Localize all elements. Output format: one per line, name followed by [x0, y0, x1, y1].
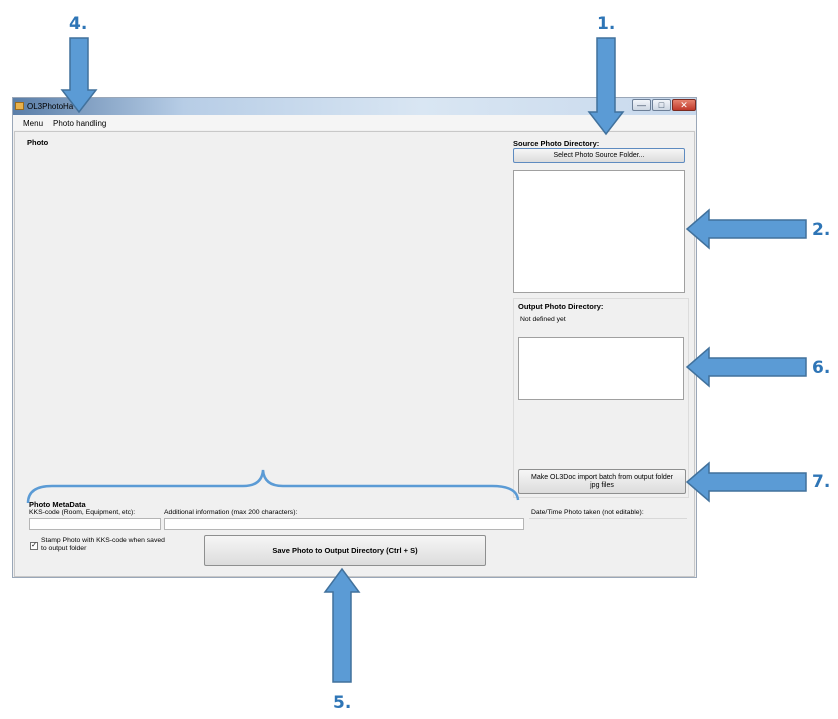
select-source-folder-button[interactable]: Select Photo Source Folder... — [513, 148, 685, 163]
title-bar[interactable]: OL3PhotoHa — □ ✕ — [13, 98, 696, 115]
arrow-6-icon — [685, 346, 807, 388]
menu-bar: Menu Photo handling — [13, 115, 696, 130]
output-directory-status: Not defined yet — [520, 316, 566, 323]
arrow-1-icon — [587, 37, 625, 136]
additional-info-label: Additional information (max 200 characte… — [164, 509, 298, 516]
callout-6: 6. — [812, 358, 831, 378]
source-photo-list[interactable] — [513, 170, 685, 293]
callout-7: 7. — [812, 472, 831, 492]
callout-5: 5. — [333, 693, 352, 713]
metadata-label: Photo MetaData — [29, 500, 86, 509]
save-photo-button[interactable]: Save Photo to Output Directory (Ctrl + S… — [204, 535, 486, 566]
arrow-7-icon — [685, 461, 807, 503]
output-group-frame — [513, 298, 689, 498]
datetime-label: Date/Time Photo taken (not editable): — [531, 509, 644, 516]
callout-2: 2. — [812, 220, 831, 240]
app-icon — [15, 102, 24, 110]
stamp-checkbox-label[interactable]: Stamp Photo with KKS-code when saved to … — [41, 537, 165, 552]
output-photo-list[interactable] — [518, 337, 684, 400]
app-window: OL3PhotoHa — □ ✕ Menu Photo handling Pho… — [12, 97, 697, 578]
kks-code-input[interactable] — [29, 518, 161, 530]
main-panel: Photo Source Photo Directory: Select Pho… — [14, 131, 695, 577]
kks-code-label: KKS-code (Room, Equipment, etc): — [29, 509, 136, 516]
menu-item-photo-handling[interactable]: Photo handling — [53, 119, 107, 128]
photo-label: Photo — [27, 138, 49, 147]
bracket-3-icon — [26, 469, 520, 504]
stamp-checkbox[interactable]: ✓ — [30, 542, 38, 550]
menu-item-menu[interactable]: Menu — [23, 119, 44, 128]
minimize-button[interactable]: — — [632, 99, 651, 111]
arrow-5-icon — [323, 567, 361, 683]
maximize-button[interactable]: □ — [652, 99, 671, 111]
close-button[interactable]: ✕ — [672, 99, 696, 111]
arrow-4-icon — [60, 37, 98, 114]
additional-info-input[interactable] — [164, 518, 524, 530]
arrow-2-icon — [685, 208, 807, 250]
window-title: OL3PhotoHa — [27, 102, 74, 111]
callout-1: 1. — [597, 14, 616, 34]
output-directory-label: Output Photo Directory: — [518, 302, 604, 311]
source-directory-label: Source Photo Directory: — [513, 139, 600, 148]
callout-4: 4. — [69, 14, 88, 34]
datetime-value — [529, 518, 687, 531]
make-import-batch-button[interactable]: Make OL3Doc import batch from output fol… — [518, 469, 686, 494]
